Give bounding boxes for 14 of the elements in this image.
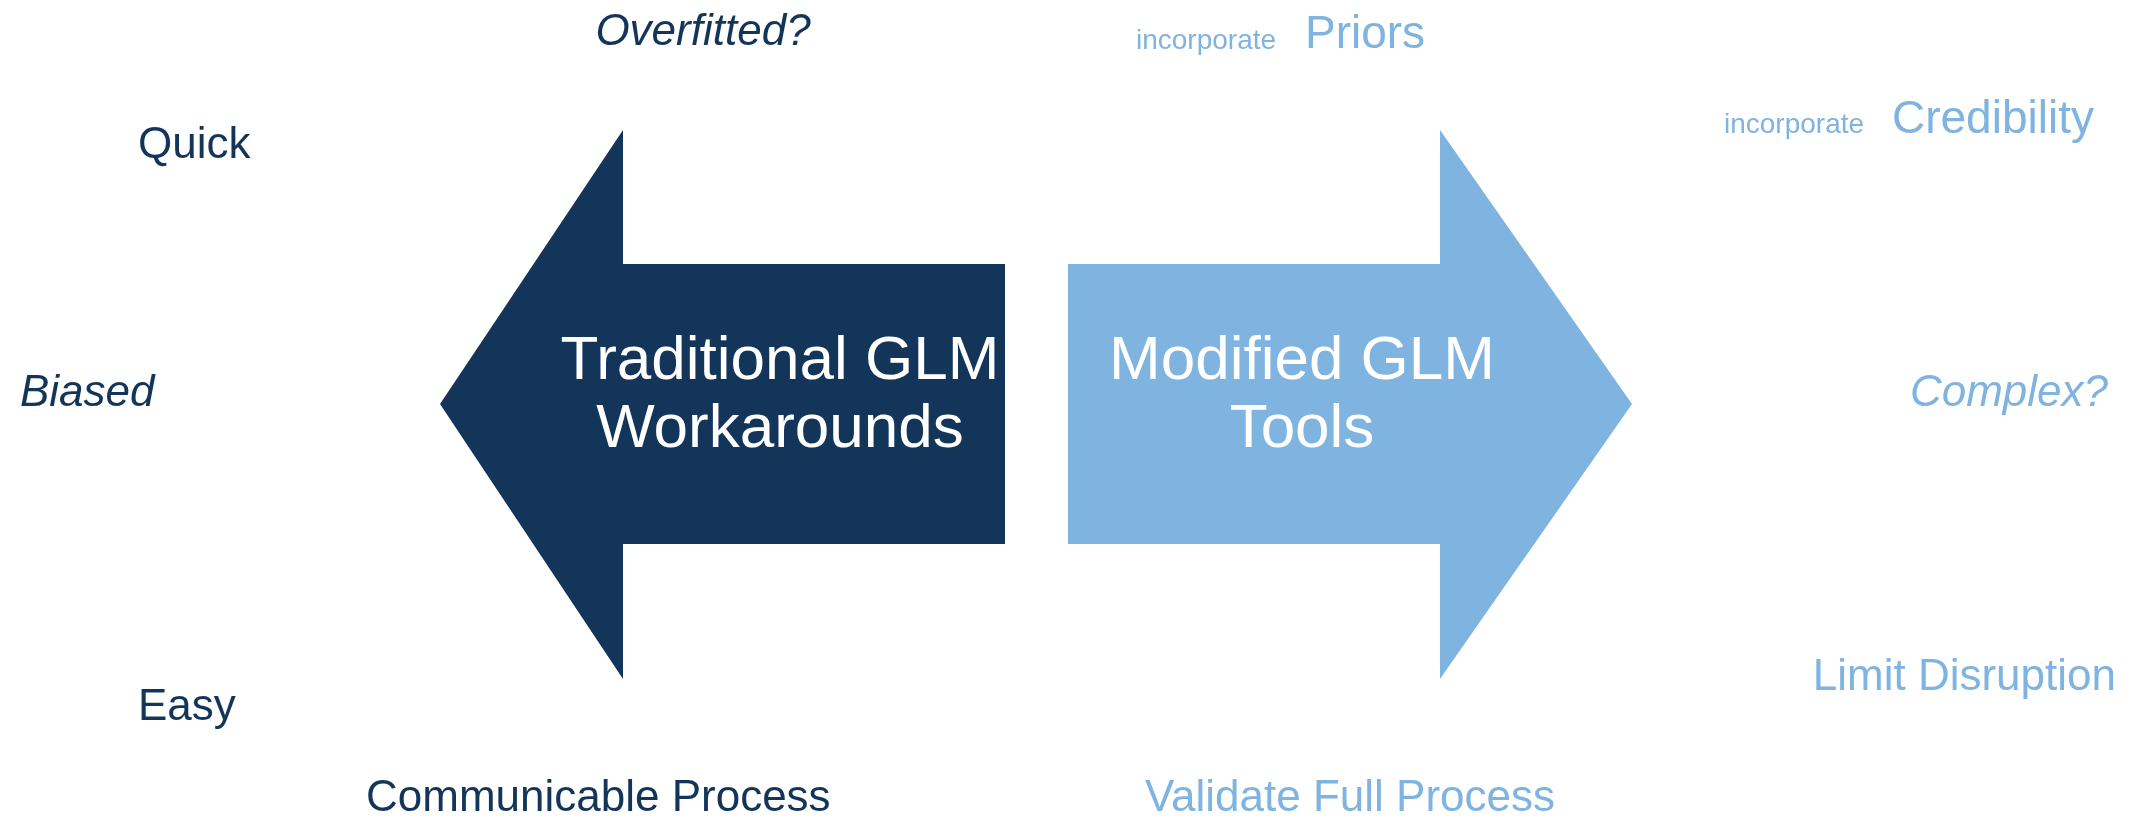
side-note: Biased xyxy=(20,366,155,416)
side-note: Overfitted? xyxy=(595,5,811,55)
side-note: incorporate xyxy=(1136,24,1277,56)
side-note: Credibility xyxy=(1892,91,2094,143)
arrow-label: Modified GLM Tools xyxy=(1108,323,1496,461)
arrow-label: Traditional GLM Workarounds xyxy=(560,323,1000,461)
side-note: incorporate xyxy=(1724,108,1865,140)
side-note: Complex? xyxy=(1909,366,2108,416)
side-note: Validate Full Process xyxy=(1145,771,1556,821)
side-note: Priors xyxy=(1305,6,1426,58)
side-note: Communicable Process xyxy=(366,771,831,821)
side-note: Easy xyxy=(138,680,236,730)
side-note: Limit Disruption xyxy=(1812,650,2116,700)
side-note: Quick xyxy=(138,118,251,168)
